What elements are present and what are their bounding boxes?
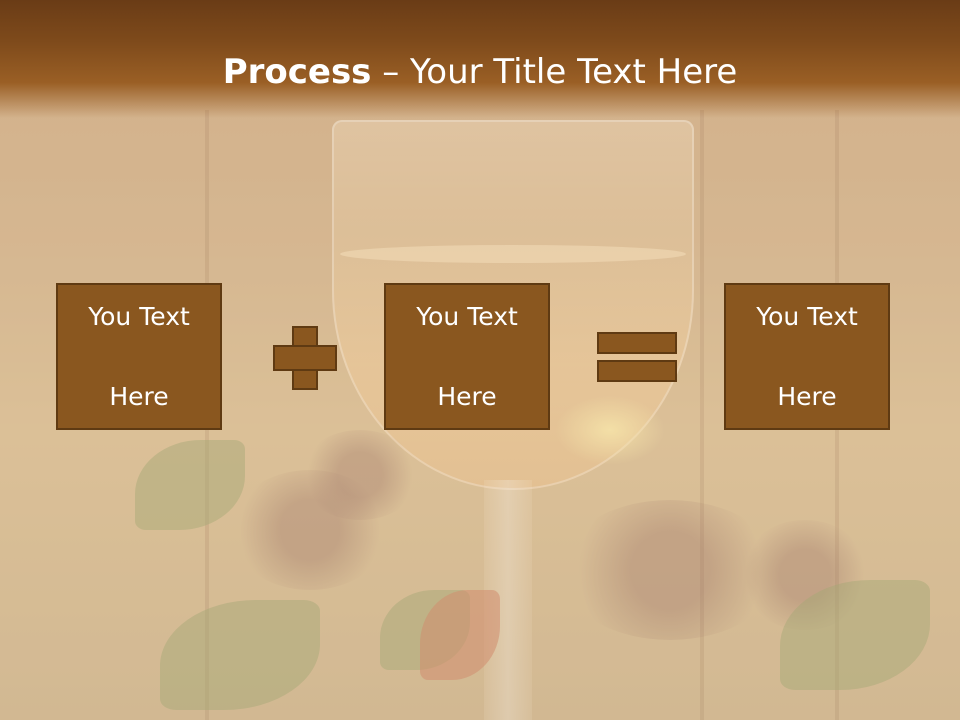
box-3-line-1: You Text xyxy=(756,301,858,331)
slide-title: Process – Your Title Text Here xyxy=(0,52,960,92)
equals-icon xyxy=(597,332,677,384)
process-box-2: You Text Here xyxy=(384,283,550,430)
title-rest: – Your Title Text Here xyxy=(371,52,738,92)
box-1-line-1: You Text xyxy=(88,301,190,331)
process-box-3: You Text Here xyxy=(724,283,890,430)
box-3-line-2: Here xyxy=(777,381,837,411)
title-band xyxy=(0,0,960,118)
plus-icon xyxy=(273,326,337,390)
title-bold: Process xyxy=(222,52,372,92)
box-1-line-2: Here xyxy=(109,381,169,411)
process-box-1: You Text Here xyxy=(56,283,222,430)
box-2-line-1: You Text xyxy=(416,301,518,331)
box-2-line-2: Here xyxy=(437,381,497,411)
